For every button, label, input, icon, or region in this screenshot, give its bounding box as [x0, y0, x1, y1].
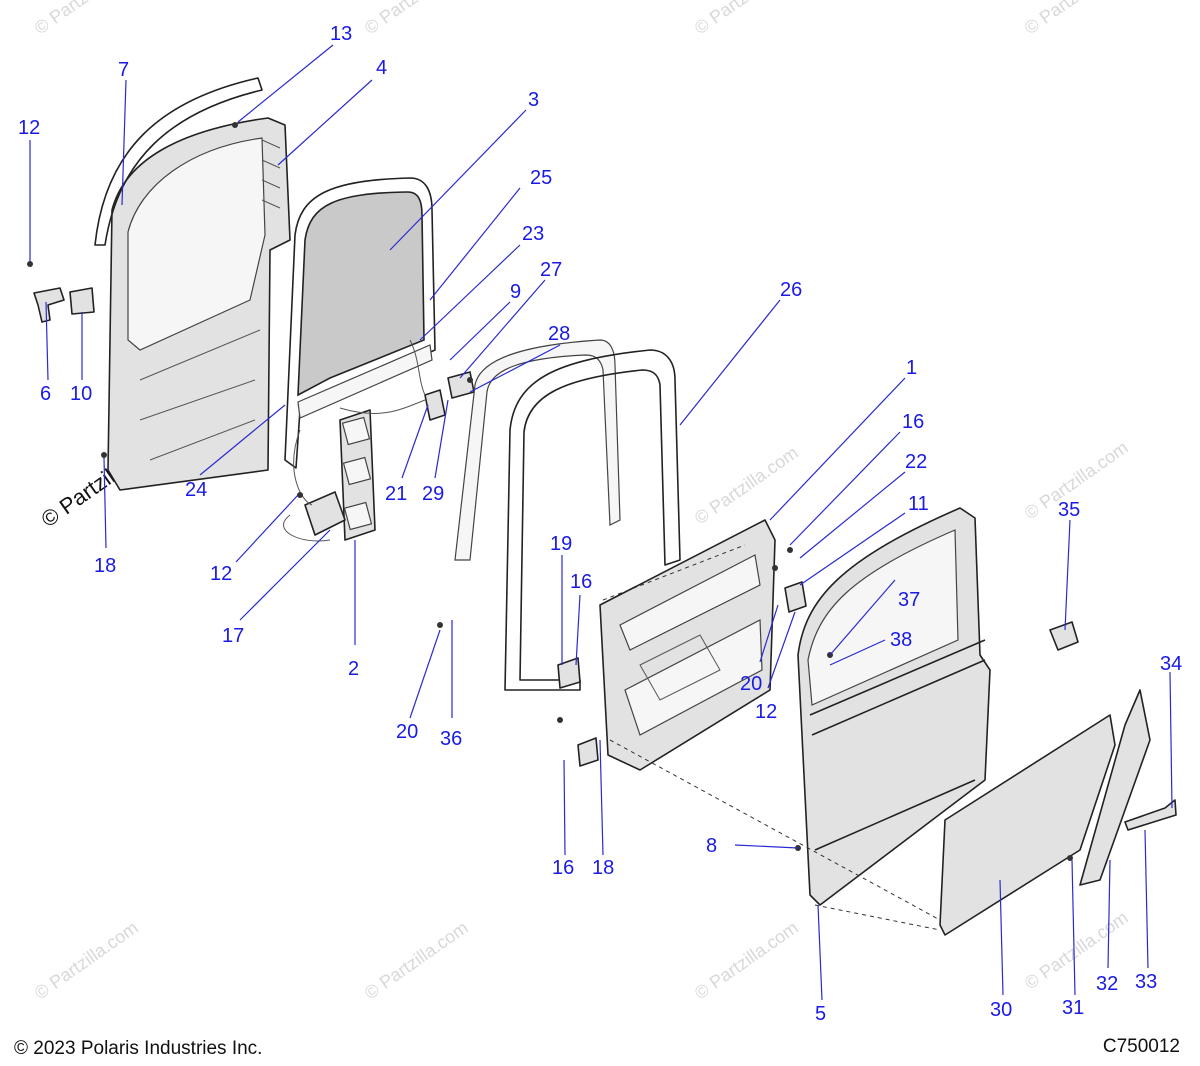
- watermark: © Partzilla.com: [691, 917, 802, 1003]
- assembly-line: [814, 904, 941, 931]
- callout-16-lower: 16: [552, 857, 574, 879]
- outer-handle: [1124, 799, 1177, 831]
- handle-actuator: [1049, 621, 1079, 651]
- door-frame-outline: [454, 339, 681, 691]
- left-door-inner-frame: [107, 117, 291, 491]
- callout-1: 1: [906, 357, 917, 379]
- callout-27: 27: [540, 259, 562, 281]
- callout-labels: 12 7 13 4 3 25 23 9 27 28 26 6 10 24 21 …: [18, 23, 1182, 1025]
- callout-33: 33: [1135, 971, 1157, 993]
- callout-34: 34: [1160, 653, 1182, 675]
- callout-31: 31: [1062, 997, 1084, 1019]
- inner-handle: [33, 287, 65, 323]
- callout-7: 7: [118, 59, 129, 81]
- watermark: © Partzilla.com: [1021, 0, 1132, 38]
- leader-lines: [29, 44, 1173, 1001]
- window-regulator: [283, 409, 376, 542]
- callout-19: 19: [550, 533, 572, 555]
- watermark: © Partzilla.com: [31, 0, 142, 38]
- watermark: © Partzilla.com: [361, 917, 472, 1003]
- callout-13: 12: [18, 117, 40, 139]
- callout-26: 26: [780, 279, 802, 301]
- callout-12-left: 12: [210, 563, 232, 585]
- callout-5: 5: [815, 1003, 826, 1025]
- callout-25: 25: [530, 167, 552, 189]
- callout-15: 16: [902, 411, 924, 433]
- side-trim-strip: [1079, 689, 1151, 886]
- watermark: © Partzilla.com: [31, 917, 142, 1003]
- callout-16-upper: 16: [570, 571, 592, 593]
- latch-cable: [339, 339, 426, 414]
- callout-6: 6: [40, 383, 51, 405]
- callout-17: 17: [222, 625, 244, 647]
- callout-35: 35: [1058, 499, 1080, 521]
- callout-29: 29: [422, 483, 444, 505]
- callout-3: 3: [528, 89, 539, 111]
- handle-bezel: [69, 287, 95, 315]
- door-inner-panel: [599, 519, 776, 771]
- top-weather-seal: [94, 77, 263, 246]
- watermark: © Partzilla.com: [691, 0, 802, 38]
- callout-36: 36: [440, 728, 462, 750]
- callout-37: 37: [898, 589, 920, 611]
- door-latch-mechanism: [784, 581, 807, 613]
- fasteners: [27, 122, 1073, 861]
- callout-11: 11: [908, 493, 929, 515]
- outer-door-shell: [797, 507, 991, 906]
- callout-28: 28: [548, 323, 570, 345]
- window-glass-assembly: [284, 177, 436, 469]
- copyright-notice: © 2023 Polaris Industries Inc.: [14, 1038, 263, 1059]
- callout-38: 38: [890, 629, 912, 651]
- watermark: © Partzilla.com: [361, 0, 472, 38]
- assembly-line: [602, 544, 746, 601]
- callout-21: 21: [385, 483, 407, 505]
- lower-hinge: [577, 737, 599, 767]
- callout-32: 32: [1096, 973, 1118, 995]
- latch-bracket: [447, 371, 475, 399]
- callout-9: 9: [510, 281, 521, 303]
- callout-4: 4: [376, 57, 387, 79]
- drawing-code: C750012: [1102, 1036, 1180, 1057]
- callout-12-right: 12: [755, 701, 777, 723]
- upper-hinge: [557, 657, 581, 689]
- callout-20-right: 20: [740, 673, 762, 695]
- callout-2: 2: [348, 658, 359, 680]
- callout-30: 30: [990, 999, 1012, 1021]
- assembly-line: [609, 739, 941, 921]
- callout-14: 13: [330, 23, 352, 45]
- callout-18-left: 18: [94, 555, 116, 577]
- callout-10: 10: [70, 383, 92, 405]
- callout-23: 23: [522, 223, 544, 245]
- callout-18-right: 18: [592, 857, 614, 879]
- callout-22: 22: [905, 451, 927, 473]
- callout-24: 24: [185, 479, 207, 501]
- callout-8: 8: [706, 835, 717, 857]
- door-trim-panel: [939, 714, 1116, 936]
- watermark: © Partzilla.com: [691, 442, 802, 528]
- callout-20-left: 20: [396, 721, 418, 743]
